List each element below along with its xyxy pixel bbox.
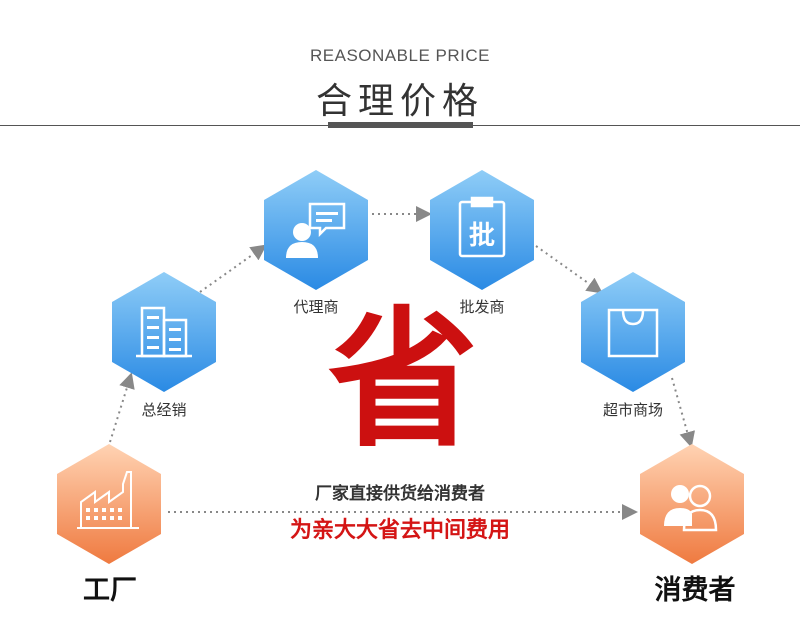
hexagon-orange [640, 444, 744, 564]
label-wholesaler: 批发商 [459, 298, 505, 316]
shopping-bag-icon [607, 308, 659, 358]
connector-wholesaler-to-supermarket [535, 245, 603, 294]
node-wholesaler: 批 [430, 170, 534, 290]
node-agent [264, 170, 368, 290]
save-big-char: 省 [327, 294, 478, 468]
hexagon-orange [57, 444, 161, 564]
header-divider-accent [328, 122, 473, 128]
hexagon-blue [430, 170, 534, 290]
wholesaler-glyph: 批 [469, 221, 495, 251]
label-general-distributor: 总经销 [141, 401, 187, 419]
hexagon-blue [264, 170, 368, 290]
connector-factory-to-distributor [109, 372, 135, 443]
factory-icon [77, 471, 139, 529]
direct-supply-text: 厂家直接供货给消费者 [315, 484, 485, 504]
label-agent: 代理商 [293, 298, 339, 316]
building-icon [136, 306, 192, 358]
label-supermarket: 超市商场 [602, 401, 663, 419]
save-middleman-text: 为亲大大省去中间费用 [289, 518, 510, 543]
clipboard-pi-icon: 批 [458, 196, 506, 258]
connector-supermarket-to-consumer [671, 377, 695, 448]
chat-person-icon [286, 202, 346, 258]
header-subtitle: REASONABLE PRICE [310, 46, 490, 65]
people-icon [664, 484, 718, 532]
node-factory [57, 444, 161, 564]
node-supermarket [581, 272, 685, 392]
label-consumer: 消费者 [654, 575, 736, 606]
hexagon-blue [581, 272, 685, 392]
node-general-distributor [112, 272, 216, 392]
connector-distributor-to-agent [199, 244, 267, 293]
page-title: 合理价格 [315, 81, 484, 122]
label-factory: 工厂 [83, 575, 137, 606]
node-consumer [640, 444, 744, 564]
